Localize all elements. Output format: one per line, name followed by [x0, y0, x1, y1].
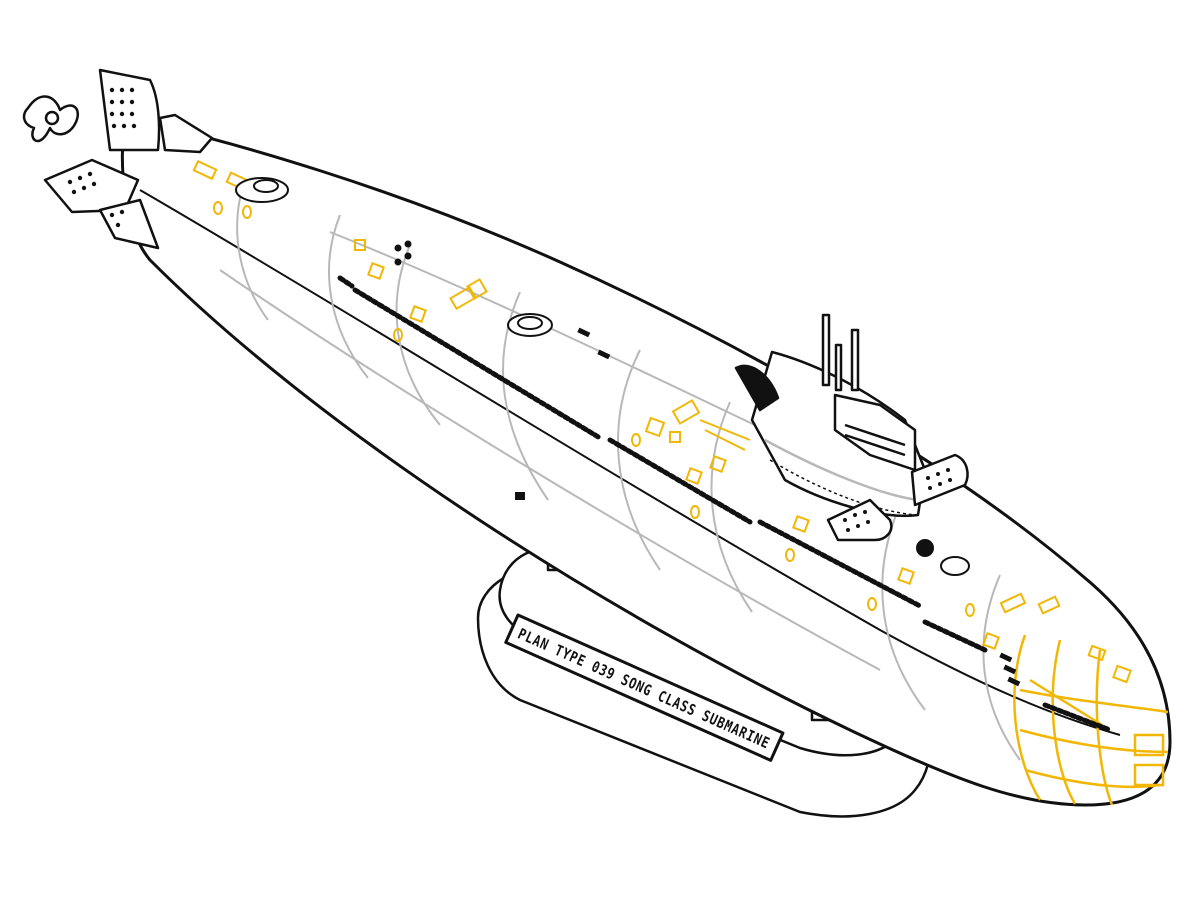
periscope-mast-1 [821, 313, 831, 387]
sail-plane-upper [910, 453, 969, 507]
sail-tower [734, 313, 969, 542]
stern-plane-right [158, 113, 214, 154]
stern-assembly [22, 68, 214, 250]
hull-detail-highlights [192, 159, 1132, 684]
sail-fairing [734, 364, 780, 412]
periscope-mast-2 [834, 343, 843, 392]
bow-sonar-highlights [1013, 634, 1169, 806]
lower-rudder [98, 198, 160, 250]
hull-vent-strips [337, 275, 1113, 733]
rudder-holes [67, 87, 137, 228]
submarine-hull [120, 116, 1172, 807]
sail-plane-lower [826, 498, 893, 542]
stern-plane-left [43, 158, 140, 214]
hull-hatches [235, 177, 970, 576]
fore-hatch [940, 556, 970, 576]
hull-chine-line [139, 189, 1121, 736]
upper-rudder [98, 68, 161, 152]
sail-plane-holes [843, 468, 952, 532]
periscope-mast-3 [850, 328, 860, 392]
hull-fittings [394, 240, 1021, 687]
stand-name-plate [504, 613, 785, 762]
